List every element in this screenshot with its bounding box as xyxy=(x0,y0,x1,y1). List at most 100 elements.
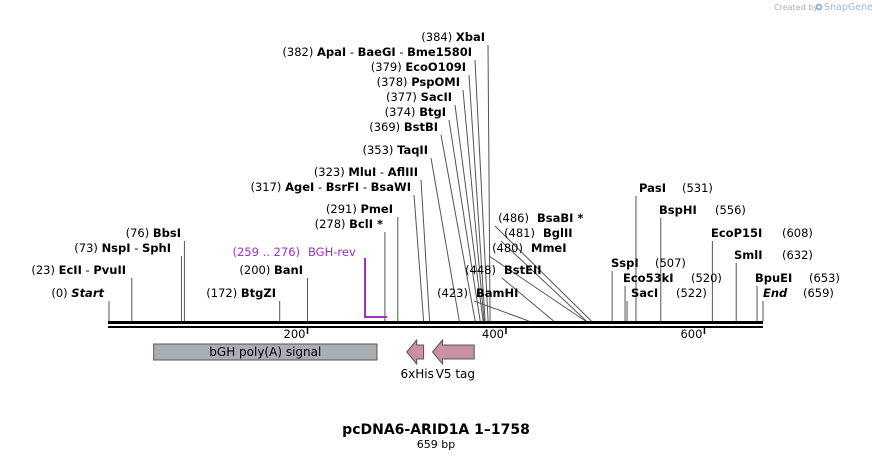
site-label[interactable]: (23) EcII - PvuII xyxy=(31,263,126,277)
site-name: PmeI xyxy=(361,202,394,216)
site-name: MluI xyxy=(348,165,376,179)
site-label[interactable]: (378) PspOMI xyxy=(377,75,460,89)
feature-label: 6xHis xyxy=(400,367,433,381)
site-label[interactable]: (172) BtgZI xyxy=(206,286,276,300)
site-name: XbaI xyxy=(456,30,485,44)
site-position: (23) xyxy=(31,263,58,277)
site-name: ApaI xyxy=(317,45,346,59)
site-name[interactable]: BspHI xyxy=(659,203,697,217)
primer-range-label: (259 .. 276) xyxy=(233,245,301,259)
feature-arrow-icon xyxy=(406,338,425,366)
site-name: EcII xyxy=(59,263,82,277)
site-position: (353) xyxy=(362,143,397,157)
site-name[interactable]: MmeI xyxy=(531,241,567,255)
ruler-tick-label: 400 xyxy=(482,327,504,341)
site-position: (378) xyxy=(377,75,412,89)
site-name[interactable]: BsaBI * xyxy=(537,211,583,225)
site-label[interactable]: (73) NspI - SphI xyxy=(74,241,171,255)
site-label[interactable]: (379) EcoO109I xyxy=(371,60,466,74)
site-label[interactable]: (382) ApaI - BaeGI - Bme1580I xyxy=(282,45,472,59)
site-label[interactable]: (76) BbsI xyxy=(126,226,181,240)
site-name[interactable]: BpuEI xyxy=(755,271,792,285)
site-separator: - xyxy=(131,241,142,255)
site-position: (608) xyxy=(782,226,813,240)
site-name: PspOMI xyxy=(411,75,460,89)
feature-box xyxy=(153,343,378,361)
site-position: (379) xyxy=(371,60,406,74)
feature-v5-tag[interactable]: V5 tag xyxy=(431,338,476,381)
site-name: BstBI xyxy=(404,120,438,134)
site-position: (448) xyxy=(465,263,496,277)
site-lines xyxy=(108,44,764,322)
site-position: (0) xyxy=(51,286,71,300)
site-name-extra: SphI xyxy=(142,241,171,255)
site-line xyxy=(500,240,587,322)
site-line xyxy=(430,157,460,322)
site-label[interactable]: (200) BanI xyxy=(239,263,303,277)
site-name: Start xyxy=(71,286,104,300)
site-name-extra: BaeGI xyxy=(358,45,396,59)
site-name[interactable]: SspI xyxy=(611,256,639,270)
site-label[interactable]: (291) PmeI xyxy=(326,202,393,216)
site-name[interactable]: BamHI xyxy=(476,286,518,300)
site-name[interactable]: PasI xyxy=(639,181,666,195)
site-name[interactable]: Eco53kI xyxy=(623,271,674,285)
site-label[interactable]: (317) AgeI - BsrFI - BsaWI xyxy=(250,180,411,194)
site-name[interactable]: EcoP15I xyxy=(711,226,762,240)
site-label[interactable]: (377) SacII xyxy=(386,90,452,104)
feature-arrow-icon xyxy=(431,338,475,366)
site-name[interactable]: BstEII xyxy=(504,263,542,277)
site-label[interactable]: (278) BclI * xyxy=(315,217,383,231)
map-subtitle: 659 bp xyxy=(417,438,455,451)
site-position: (382) xyxy=(282,45,317,59)
site-line xyxy=(454,104,484,322)
site-position: (531) xyxy=(682,181,713,195)
site-name: BtgZI xyxy=(241,286,276,300)
site-separator: - xyxy=(346,45,357,59)
site-name-extra: BsrFI xyxy=(326,180,359,194)
site-name: BbsI xyxy=(153,226,181,240)
site-name: BtgI xyxy=(419,105,446,119)
site-line xyxy=(468,74,486,322)
site-name: SacII xyxy=(421,90,452,104)
site-position: (73) xyxy=(74,241,101,255)
site-separator: - xyxy=(314,180,325,194)
feature-6xhis[interactable]: 6xHis xyxy=(400,338,434,381)
site-position: (507) xyxy=(655,256,686,270)
site-label[interactable]: (0) Start xyxy=(51,286,104,300)
site-name: BclI * xyxy=(349,217,383,231)
site-position: (486) xyxy=(498,211,529,225)
site-position: (481) xyxy=(504,226,535,240)
site-label[interactable]: (374) BtgI xyxy=(385,105,446,119)
site-label[interactable]: (353) TaqII xyxy=(362,143,428,157)
site-line xyxy=(462,89,485,322)
site-position: (384) xyxy=(421,30,456,44)
site-position: (632) xyxy=(782,248,813,262)
site-name: EcoO109I xyxy=(405,60,466,74)
site-name[interactable]: End xyxy=(763,286,788,300)
site-position: (659) xyxy=(803,286,834,300)
site-name: BanI xyxy=(274,263,303,277)
site-label[interactable]: (384) XbaI xyxy=(421,30,485,44)
site-name: NspI xyxy=(102,241,131,255)
site-line xyxy=(487,44,491,322)
site-line xyxy=(420,179,431,322)
site-name[interactable]: SacI xyxy=(631,286,658,300)
site-position: (522) xyxy=(676,286,707,300)
site-label[interactable]: (323) MluI - AflIII xyxy=(314,165,418,179)
site-name[interactable]: SmlI xyxy=(734,248,763,262)
site-label[interactable]: (369) BstBI xyxy=(369,120,438,134)
site-line xyxy=(474,59,489,322)
site-position: (377) xyxy=(386,90,421,104)
primer-arrow xyxy=(364,258,387,318)
feature-bgh-poly-a-signal[interactable]: bGH poly(A) signal xyxy=(153,343,378,361)
site-name[interactable]: BglII xyxy=(543,226,573,240)
feature-label: V5 tag xyxy=(436,367,475,381)
feature-label: bGH poly(A) signal xyxy=(209,345,321,359)
site-position: (653) xyxy=(809,271,840,285)
primer-bgh-rev[interactable]: (259 .. 276) BGH-rev xyxy=(233,245,387,318)
snapgene-logo-icon xyxy=(815,3,823,11)
